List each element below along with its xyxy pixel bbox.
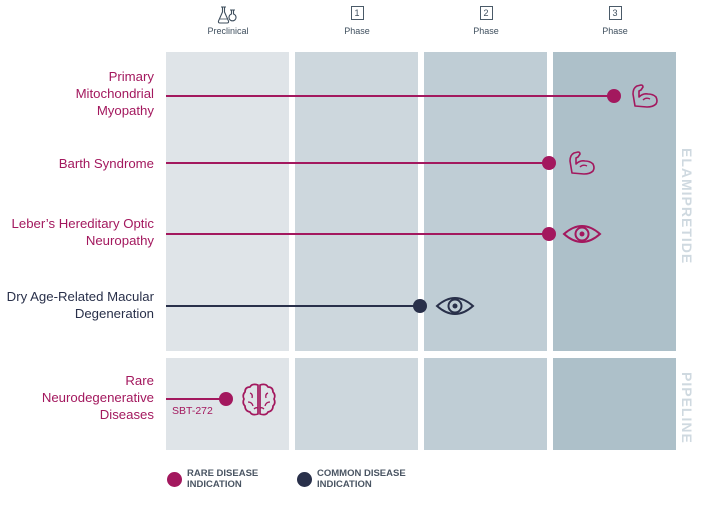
flask-icon [217, 6, 237, 24]
section-label-elamipretide: ELAMIPRETIDE [679, 148, 695, 265]
brain-icon [242, 383, 276, 416]
phase1-column-top [295, 52, 418, 351]
header-phase1-label: Phase [344, 26, 370, 36]
legend-common-label: COMMON DISEASE INDICATION [317, 468, 406, 490]
row-label-rare-neurodegenerative-diseases: Rare Neurodegenerative Diseases [41, 373, 154, 422]
header-phase3-label: Phase [602, 26, 628, 36]
legend-common-dot [297, 472, 312, 487]
phase1-number: 1 [350, 6, 364, 20]
phase2-number: 2 [479, 6, 493, 20]
header-phase2: 2 Phase [424, 6, 548, 36]
eye-icon [435, 297, 475, 315]
legend-rare-label: RARE DISEASE INDICATION [187, 468, 259, 490]
header-preclinical-label: Preclinical [207, 26, 249, 36]
progress-marker-primary-mitochondrial-myopathy [607, 89, 621, 103]
header-phase1: 1 Phase [295, 6, 419, 36]
progress-bar-dry-age-related-macular-degeneration [166, 305, 421, 307]
progress-marker-lebers-hereditary-optic-neuropathy [542, 227, 556, 241]
row-label-dry-age-related-macular-degeneration: Dry Age-Related Macular Degeneration [6, 289, 154, 321]
legend-rare-dot [167, 472, 182, 487]
progress-marker-rare-neurodegenerative-diseases [219, 392, 233, 406]
eye-icon [562, 225, 602, 243]
progress-marker-dry-age-related-macular-degeneration [413, 299, 427, 313]
header-phase2-label: Phase [473, 26, 499, 36]
phase1-column-bottom [295, 358, 418, 450]
progress-bar-rare-neurodegenerative-diseases [166, 398, 226, 400]
progress-bar-barth-syndrome [166, 162, 550, 164]
progress-bar-lebers-hereditary-optic-neuropathy [166, 233, 550, 235]
muscle-arm-icon [632, 84, 658, 108]
phase2-column-bottom [424, 358, 547, 450]
phase3-number: 3 [608, 6, 622, 20]
progress-marker-barth-syndrome [542, 156, 556, 170]
section-label-pipeline: PIPELINE [679, 372, 695, 444]
compound-label-sbt-272: SBT-272 [172, 405, 213, 417]
muscle-arm-icon [569, 151, 595, 175]
header-phase3: 3 Phase [553, 6, 677, 36]
header-preclinical: Preclinical [166, 6, 290, 36]
preclinical-column-top [166, 52, 289, 351]
row-label-lebers-hereditary-optic-neuropathy: Leber’s Hereditary Optic Neuropathy [11, 216, 154, 248]
row-label-primary-mitochondrial-myopathy: Primary Mitochondrial Myopathy [75, 69, 154, 118]
progress-bar-primary-mitochondrial-myopathy [166, 95, 614, 97]
phase3-column-bottom [553, 358, 676, 450]
row-label-barth-syndrome: Barth Syndrome [58, 156, 154, 171]
